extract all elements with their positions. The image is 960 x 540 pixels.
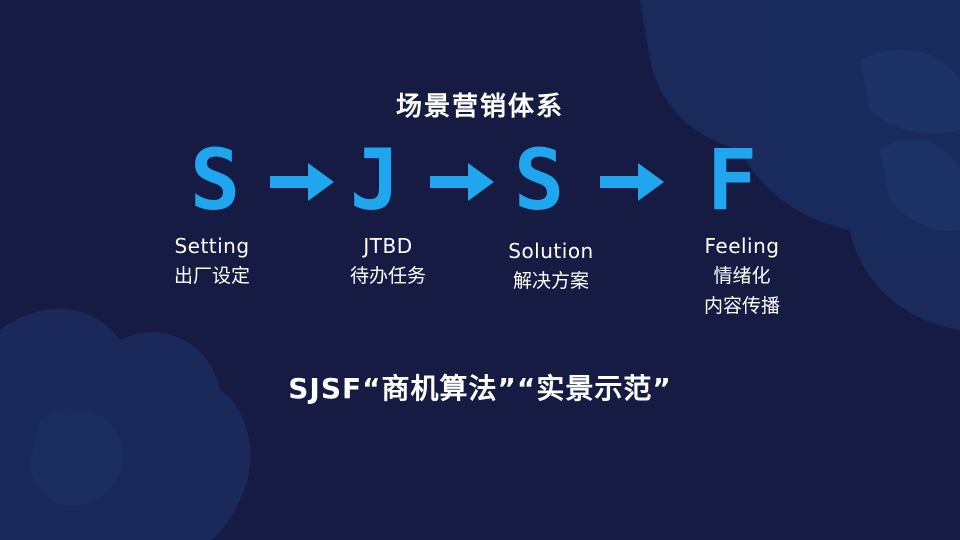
step-solution: Solution 解决方案 [461, 238, 641, 294]
letter-f-feeling: F [706, 131, 758, 229]
letter-s-setting: S [189, 131, 241, 229]
step-feeling: Feeling 情绪化 内容传播 [652, 233, 832, 319]
arrow-right-icon [270, 163, 334, 201]
step-solution-en: Solution [508, 239, 594, 263]
step-jtbd-en: JTBD [363, 234, 413, 258]
arrow-right-icon [600, 163, 664, 201]
step-feeling-cn-line1: 情绪化 [713, 265, 771, 287]
arrow-right-icon [430, 163, 494, 201]
flower-decoration [0, 308, 251, 540]
leaf-decoration [640, 0, 960, 330]
step-setting-cn: 出厂设定 [173, 265, 250, 287]
page-title: 场景营销体系 [395, 92, 564, 122]
letter-j-jtbd: J [349, 131, 401, 229]
step-jtbd-cn: 待办任务 [349, 265, 426, 287]
step-jtbd: JTBD 待办任务 [298, 233, 478, 289]
letter-s-solution: S [513, 131, 565, 229]
step-setting: Setting 出厂设定 [122, 233, 302, 289]
step-feeling-en: Feeling [704, 234, 780, 258]
step-feeling-cn-line2: 内容传播 [703, 295, 780, 317]
step-solution-cn: 解决方案 [512, 270, 589, 292]
step-setting-en: Setting [174, 234, 250, 258]
footer-tagline: SJSF“商机算法”“实景示范” [288, 372, 672, 405]
